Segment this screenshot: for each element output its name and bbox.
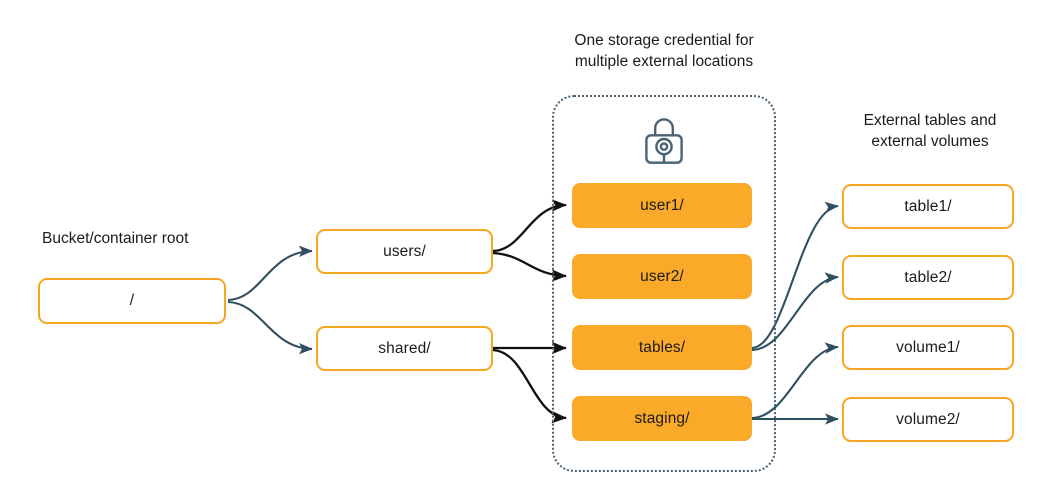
node-user2-label: user2/	[640, 267, 684, 285]
node-users[interactable]: users/	[316, 229, 493, 274]
lock-icon	[641, 115, 687, 167]
edge-root-users	[227, 245, 313, 302]
node-tables-label: tables/	[638, 338, 686, 356]
node-staging-label: staging/	[634, 409, 690, 427]
bucket-root-label: Bucket/container root	[42, 230, 189, 247]
node-volume1-label: volume1/	[896, 338, 960, 356]
node-user2[interactable]: user2/	[572, 254, 752, 299]
node-root[interactable]: /	[38, 278, 226, 324]
node-table1-label: table1/	[904, 197, 952, 215]
node-volume2[interactable]: volume2/	[842, 397, 1014, 442]
node-tables[interactable]: tables/	[572, 325, 752, 370]
node-table2-label: table2/	[904, 268, 952, 286]
node-shared[interactable]: shared/	[316, 326, 493, 371]
node-volume1[interactable]: volume1/	[842, 325, 1014, 370]
node-staging[interactable]: staging/	[572, 396, 752, 441]
edges-root-to-prefixes	[227, 245, 313, 355]
node-volume2-label: volume2/	[896, 410, 960, 428]
node-root-label: /	[129, 292, 135, 309]
external-assets-caption: External tables and external volumes	[863, 112, 997, 150]
node-user1-label: user1/	[640, 196, 684, 214]
node-table1[interactable]: table1/	[842, 184, 1014, 229]
edge-root-shared	[227, 300, 313, 355]
node-shared-label: shared/	[378, 339, 431, 357]
storage-credential-group	[552, 95, 776, 472]
node-table2[interactable]: table2/	[842, 255, 1014, 300]
storage-credential-caption: One storage credential for multiple exte…	[574, 32, 754, 70]
node-users-label: users/	[383, 242, 426, 260]
node-user1[interactable]: user1/	[572, 183, 752, 228]
